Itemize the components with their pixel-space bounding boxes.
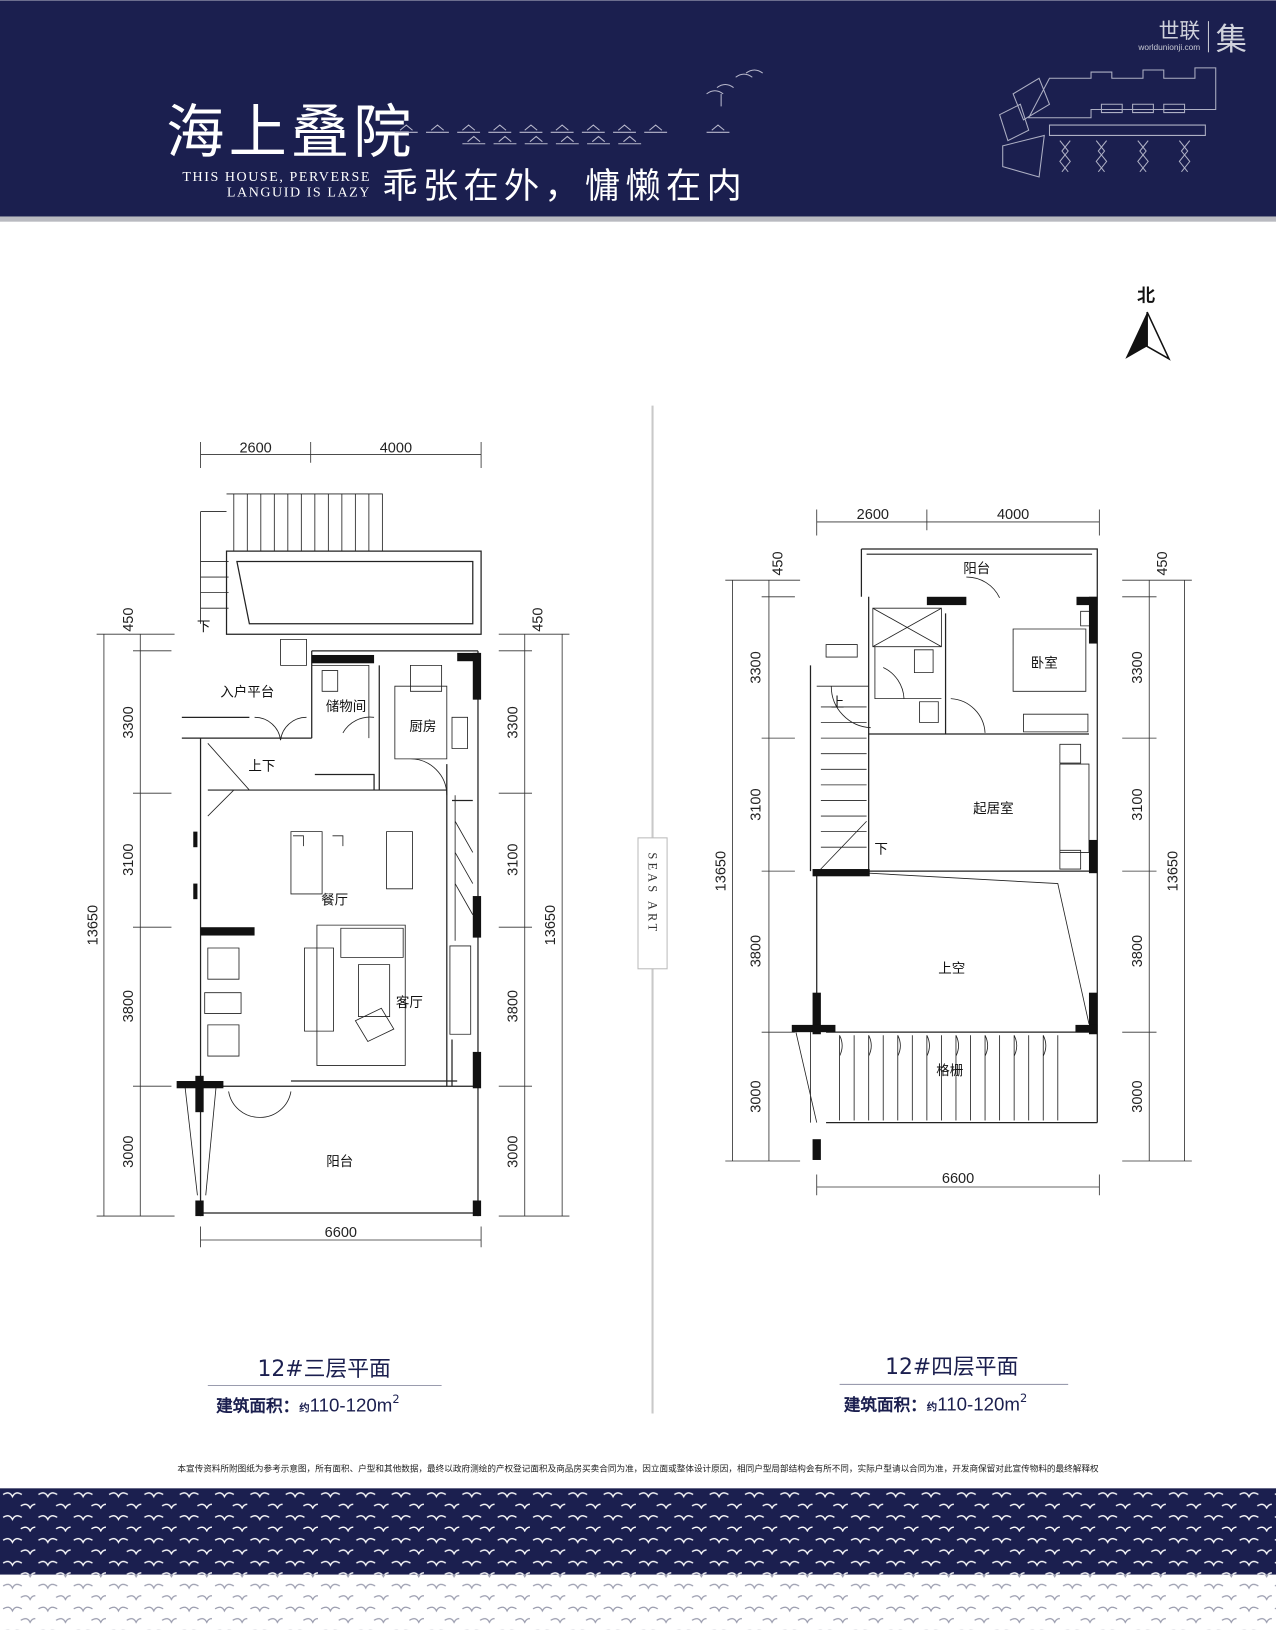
- floor-plan-level-4: 2600 4000 6600 450 3300 3100 3800 3000 1…: [713, 507, 1192, 1414]
- dimension-lines: [96, 441, 570, 1248]
- north-arrow: 北: [1125, 286, 1171, 361]
- header-banner: 海上叠院 THIS HOUSE, PERVERSE LANGUID IS LAZ…: [0, 0, 1276, 222]
- room-kitchen: 厨房: [409, 719, 436, 735]
- dim-right-3800: 3800: [1130, 935, 1146, 967]
- area-line: 建筑面积：约110-120m2: [216, 1392, 399, 1415]
- dim-right-450: 450: [530, 608, 546, 632]
- plan-title: 12#四层平面: [885, 1355, 1018, 1380]
- dim-right-3300: 3300: [1130, 651, 1146, 683]
- room-void: 上空: [938, 961, 965, 977]
- dim-left-3800: 3800: [121, 990, 137, 1022]
- down-label: 下: [874, 841, 888, 857]
- up-label: 上: [831, 695, 845, 711]
- dim-left-3300: 3300: [121, 706, 137, 738]
- room-balcony: 阳台: [963, 561, 990, 577]
- dim-right-3300: 3300: [505, 706, 521, 738]
- walls: [176, 493, 482, 1217]
- dim-left-3000: 3000: [749, 1080, 765, 1112]
- room-living: 客厅: [396, 994, 423, 1011]
- dim-left-3000: 3000: [121, 1136, 137, 1168]
- dim-left-450: 450: [770, 551, 786, 575]
- dim-left-3100: 3100: [121, 844, 137, 876]
- room-dining: 餐厅: [321, 892, 348, 908]
- plan-title: 12#三层平面: [258, 1357, 391, 1382]
- header-rule: [0, 216, 1276, 222]
- room-storage: 储物间: [326, 699, 367, 715]
- dim-right-total: 13650: [543, 905, 559, 945]
- dim-right-3000: 3000: [505, 1136, 521, 1168]
- north-arrow-icon: [1125, 312, 1148, 359]
- dim-top-1: 2600: [239, 440, 271, 456]
- dim-right-450: 450: [1155, 551, 1171, 575]
- dim-right-3100: 3100: [505, 844, 521, 876]
- dim-bottom: 6600: [325, 1225, 357, 1241]
- dim-left-total: 13650: [86, 905, 102, 945]
- site-plan-sketch-icon: [998, 67, 1217, 178]
- dim-top-1: 2600: [857, 507, 889, 523]
- dim-left-3100: 3100: [749, 788, 765, 820]
- walls: [791, 548, 1098, 1160]
- dim-right-3100: 3100: [1130, 788, 1146, 820]
- english-tagline-2: LANGUID IS LAZY: [227, 186, 371, 201]
- room-entry-platform: 入户平台: [220, 684, 274, 701]
- bird-pattern-light-icon: [0, 1574, 1276, 1630]
- bird-pattern-icon: [0, 1488, 1276, 1575]
- slogan: 乖张在外，慵懒在内: [382, 166, 747, 207]
- footer-banner: [0, 1488, 1276, 1630]
- dim-top-2: 4000: [997, 507, 1029, 523]
- seas-art-label: SEAS ART: [645, 852, 659, 934]
- project-title: 海上叠院: [166, 98, 415, 166]
- dim-bottom: 6600: [942, 1171, 974, 1187]
- dim-left-total: 13650: [713, 851, 729, 891]
- header-background: [0, 0, 1276, 217]
- dim-left-3800: 3800: [749, 935, 765, 967]
- down-label: 下: [197, 619, 211, 635]
- room-grille: 格栅: [936, 1063, 963, 1079]
- wall-segment: [311, 654, 375, 664]
- dim-right-total: 13650: [1165, 851, 1181, 891]
- wave-decoration-icon: [394, 69, 764, 145]
- dim-left-3300: 3300: [749, 651, 765, 683]
- english-tagline-1: THIS HOUSE, PERVERSE: [182, 170, 371, 185]
- logo-url: worldunionji.com: [1137, 42, 1200, 52]
- dimension-lines: [725, 509, 1192, 1196]
- seas-art-label-box: [637, 837, 668, 970]
- north-label: 北: [1137, 286, 1155, 307]
- floor-plan-level-3: 2600 4000 6600 450 3300 3100 3800 3000 1…: [86, 440, 570, 1415]
- logo-brand: 世联: [1159, 19, 1201, 43]
- room-sitting: 起居室: [973, 800, 1014, 817]
- disclaimer: 本宣传资料所附图纸为参考示意图，所有面积、户型和其他数据，最终以政府测绘的产权登…: [177, 1463, 1099, 1475]
- dim-top-2: 4000: [380, 440, 412, 456]
- logo-mark: 集: [1216, 22, 1247, 58]
- room-bedroom: 卧室: [1031, 654, 1058, 671]
- area-line: 建筑面积：约110-120m2: [844, 1391, 1027, 1414]
- dim-right-3800: 3800: [505, 990, 521, 1022]
- dim-right-3000: 3000: [1130, 1080, 1146, 1112]
- stairs-label: 上下: [248, 758, 275, 774]
- dim-left-450: 450: [121, 608, 137, 632]
- north-arrow-outline: [1146, 311, 1171, 361]
- room-balcony: 阳台: [326, 1154, 353, 1170]
